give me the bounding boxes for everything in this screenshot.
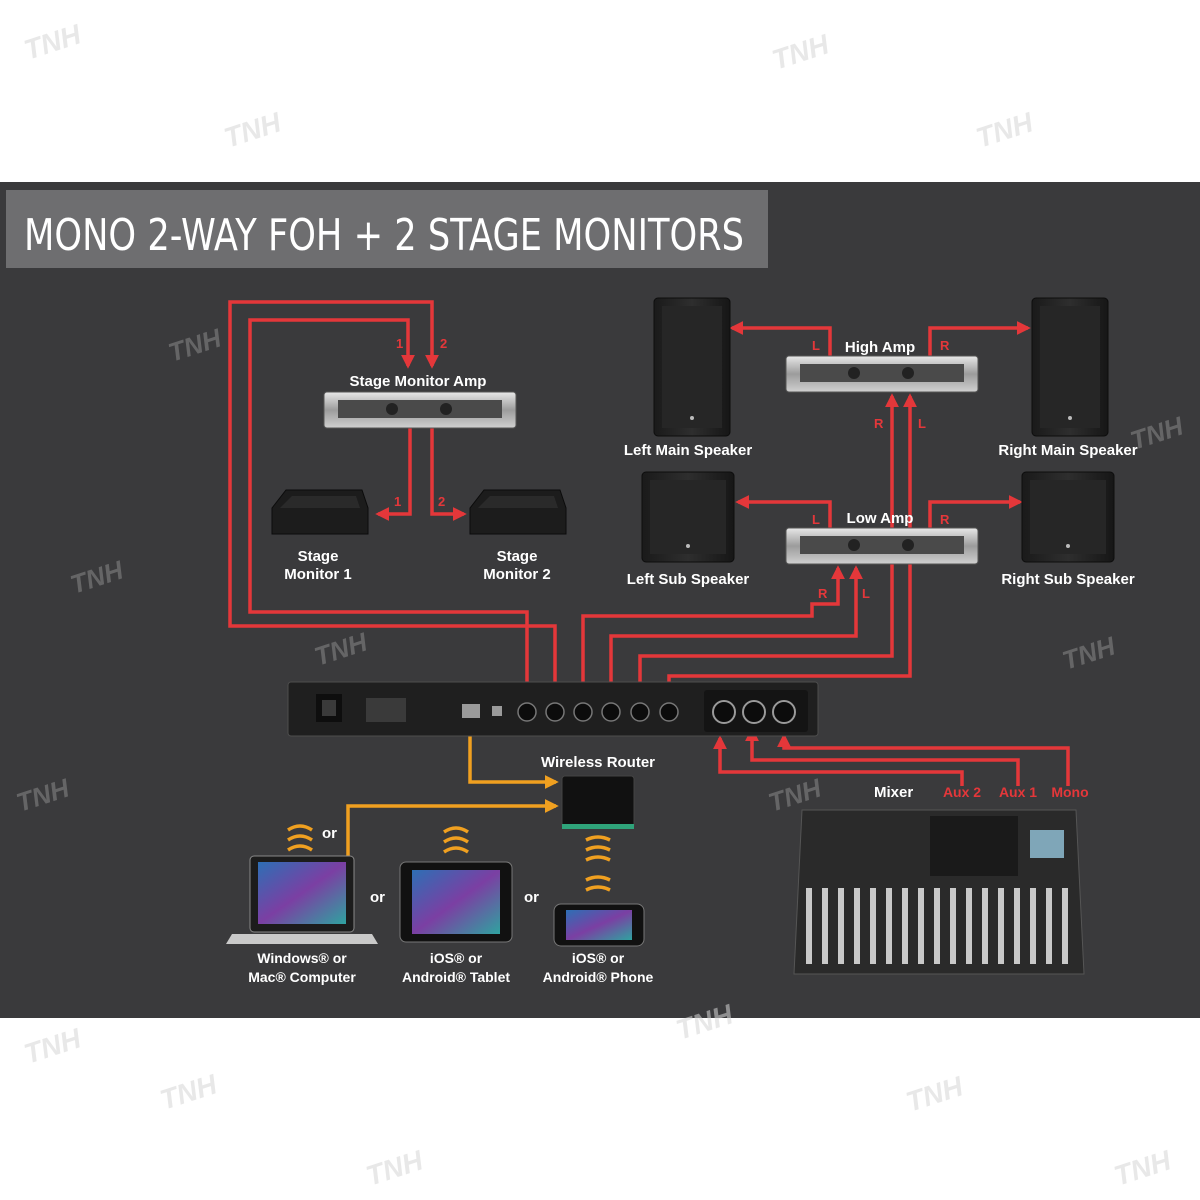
- svg-text:TNH: TNH: [768, 28, 833, 76]
- wire-stage-ch1-in: [248, 318, 529, 706]
- wire-low-amp-l-in: [609, 565, 863, 706]
- processor-input-jacks: [704, 690, 808, 732]
- stage-monitor-amp: [323, 391, 517, 429]
- or-label: or: [370, 889, 385, 906]
- title-bar: [6, 190, 768, 268]
- right-main-speaker: [1031, 297, 1109, 437]
- channel-label: R: [874, 416, 884, 431]
- wire-right-sub-out: [928, 495, 1023, 528]
- digital-mixer: [793, 809, 1085, 975]
- svg-text:TNH: TNH: [972, 106, 1037, 154]
- tablet-label-line2: Android® Tablet: [402, 969, 510, 985]
- channel-label: L: [918, 416, 926, 431]
- low-amp-label: Low Amp: [847, 510, 914, 527]
- svg-text:TNH: TNH: [20, 18, 85, 66]
- left-sub-speaker: [641, 471, 735, 563]
- channel-label: L: [812, 512, 820, 527]
- laptop-computer: [226, 855, 378, 944]
- high-amp: [785, 355, 979, 393]
- wifi-signal-icon: [585, 835, 611, 892]
- wire-stage-ch2-in: [228, 300, 557, 706]
- stage-monitor-1-label-line1: Stage: [298, 548, 339, 565]
- wire-left-sub-out: [735, 495, 832, 528]
- wire-computer-to-router: [346, 799, 559, 856]
- tablet-label-line1: iOS® or: [430, 950, 483, 966]
- processor-output-jacks: [517, 702, 679, 722]
- stage-monitor-2-label-line1: Stage: [497, 548, 538, 565]
- svg-text:TNH: TNH: [362, 1144, 427, 1192]
- wire-stage-monitor-2-out: [430, 428, 467, 521]
- phone: [553, 903, 645, 947]
- channel-label: 1: [396, 336, 403, 351]
- wifi-signal-icon: [287, 824, 313, 852]
- wire-right-main-out: [928, 321, 1031, 356]
- channel-label: R: [940, 512, 950, 527]
- stage-monitor-amp-label: Stage Monitor Amp: [350, 373, 487, 390]
- wire-mono-in: [777, 733, 1070, 786]
- svg-text:TNH: TNH: [902, 1070, 967, 1118]
- stage-monitor-1: [271, 489, 369, 535]
- wire-processor-to-router: [468, 726, 559, 789]
- channel-label: 2: [440, 336, 447, 351]
- computer-label-line1: Windows® or: [257, 950, 347, 966]
- left-main-speaker-label: Left Main Speaker: [624, 442, 753, 459]
- wire-low-amp-r-in: [581, 565, 845, 706]
- right-sub-speaker: [1021, 471, 1115, 563]
- channel-label: 1: [394, 494, 401, 509]
- wireless-router-label: Wireless Router: [541, 754, 655, 771]
- channel-label: 2: [438, 494, 445, 509]
- wire-high-amp-r-in: [638, 393, 899, 706]
- wire-aux1-in: [745, 727, 1020, 786]
- channel-label: L: [812, 338, 820, 353]
- mixer-output-aux2: Aux 2: [943, 784, 981, 800]
- or-label: or: [524, 889, 539, 906]
- or-label: or: [322, 825, 337, 842]
- stage-monitor-2: [469, 489, 567, 535]
- svg-text:TNH: TNH: [156, 1068, 221, 1116]
- svg-text:TNH: TNH: [1110, 1144, 1175, 1192]
- wire-aux2-in: [713, 735, 964, 786]
- wifi-signal-icon: [443, 826, 469, 854]
- wireless-router: [561, 775, 635, 829]
- mixer-output-mono: Mono: [1051, 784, 1088, 800]
- low-amp: [785, 527, 979, 565]
- svg-text:TNH: TNH: [20, 1022, 85, 1070]
- stage-monitor-1-label-line2: Monitor 1: [284, 566, 352, 583]
- tablet: [399, 861, 513, 943]
- phone-label-line1: iOS® or: [572, 950, 625, 966]
- diagram-title: MONO 2-WAY FOH + 2 STAGE MONITORS: [24, 210, 744, 261]
- phone-label-line2: Android® Phone: [543, 969, 654, 985]
- svg-text:TNH: TNH: [220, 106, 285, 154]
- stage-monitor-2-label-line2: Monitor 2: [483, 566, 551, 583]
- left-sub-speaker-label: Left Sub Speaker: [627, 571, 750, 588]
- channel-label: R: [818, 586, 828, 601]
- channel-label: R: [940, 338, 950, 353]
- right-main-speaker-label: Right Main Speaker: [998, 442, 1137, 459]
- right-sub-speaker-label: Right Sub Speaker: [1001, 571, 1135, 588]
- left-main-speaker: [653, 297, 731, 437]
- mixer-label: Mixer: [874, 784, 913, 801]
- high-amp-label: High Amp: [845, 339, 915, 356]
- wire-left-main-out: [729, 321, 832, 356]
- wire-stage-monitor-1-out: [375, 428, 412, 521]
- computer-label-line2: Mac® Computer: [248, 969, 356, 985]
- channel-label: L: [862, 586, 870, 601]
- mixer-output-aux1: Aux 1: [999, 784, 1037, 800]
